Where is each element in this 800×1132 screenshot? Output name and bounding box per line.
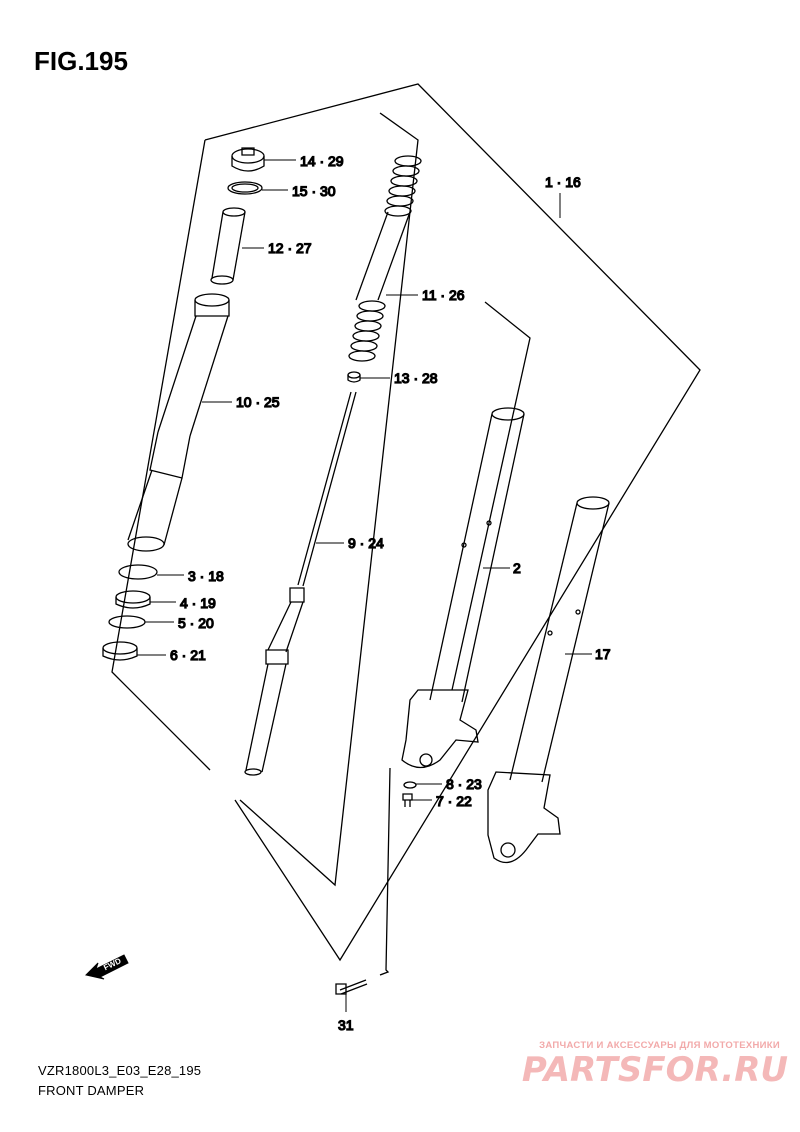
callout-17: 17 (595, 646, 611, 662)
fwd-direction-arrow-icon: FWD (84, 945, 132, 981)
inner-outline-tubes (452, 302, 530, 690)
callout-9: 9 · 24 (348, 535, 384, 551)
damper-rod-part-9 (245, 392, 356, 775)
callout-15: 15 · 30 (292, 183, 336, 199)
callout-10: 10 · 25 (236, 394, 280, 410)
callout-13: 13 · 28 (394, 370, 438, 386)
spacer-part-12 (211, 208, 245, 284)
spring-part-11-upper (356, 156, 421, 300)
nut-part-13 (348, 372, 360, 382)
bolt-part-31 (336, 980, 367, 994)
callout-8: 8 · 23 (446, 776, 482, 792)
model-code: VZR1800L3_E03_E28_195 (38, 1063, 202, 1078)
stopper-ring-part-5 (109, 616, 145, 628)
callout-5: 5 · 20 (178, 615, 214, 631)
oil-seal-part-4 (116, 591, 150, 608)
o-ring-part-15 (228, 182, 262, 194)
callout-31: 31 (338, 1017, 354, 1033)
washer-part-8 (404, 782, 416, 788)
callout-12: 12 · 27 (268, 240, 312, 256)
outer-tube-part-10 (128, 294, 229, 551)
seal-ring-part-3 (119, 565, 157, 579)
cap-bolt-part-14 (232, 148, 264, 171)
diagram-name: FRONT DAMPER (38, 1083, 145, 1098)
callout-1: 1 · 16 (545, 174, 581, 190)
callout-4: 4 · 19 (180, 595, 216, 611)
callout-7: 7 · 22 (436, 793, 472, 809)
assembly-outline-right (205, 84, 700, 960)
callout-11: 11 · 26 (422, 287, 465, 303)
dust-seal-part-6 (103, 642, 137, 660)
callout-6: 6 · 21 (170, 647, 206, 663)
figure-title: FIG.195 (34, 46, 128, 76)
callout-3: 3 · 18 (188, 568, 224, 584)
inner-outline-cartridge (240, 113, 418, 885)
leader-lines (137, 160, 592, 1012)
inner-tube-part-17 (488, 497, 609, 863)
watermark-logo: PARTSFOR.RU (521, 1050, 788, 1090)
spring-part-11-lower (349, 301, 385, 361)
inner-outline-tubes-lower (380, 768, 390, 975)
callout-14: 14 · 29 (300, 153, 344, 169)
assembly-outline-left (112, 140, 210, 770)
bolt-part-7 (403, 794, 412, 807)
inner-tube-part-2 (402, 408, 524, 768)
watermark-tagline: ЗАПЧАСТИ И АКСЕССУАРЫ ДЛЯ МОТОТЕХНИКИ (539, 1040, 780, 1051)
callout-2: 2 (513, 560, 521, 576)
